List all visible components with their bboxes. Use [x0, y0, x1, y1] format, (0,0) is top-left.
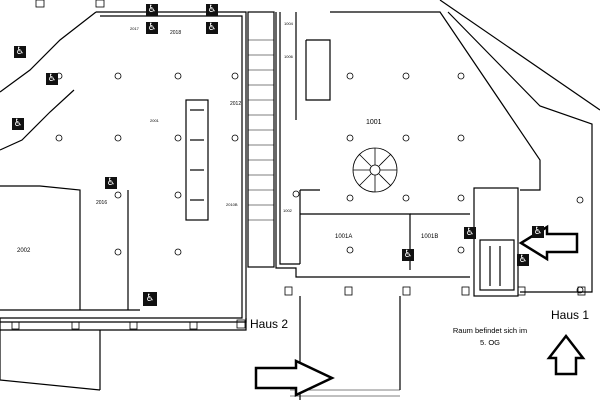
room-2001-label: 2001: [150, 118, 159, 123]
arrow-up-icon: [546, 333, 586, 376]
spiral-staircase-icon: [352, 147, 398, 193]
floor-note-line2: 5. OG: [479, 338, 500, 347]
corridor-stairs: [248, 39, 274, 221]
room-2002-label: 2002: [17, 248, 31, 254]
room-1001b-label: 1001B: [421, 234, 439, 240]
columns: [55, 72, 584, 294]
room-2018-label: 2018: [170, 30, 182, 36]
wheelchair-icon: [146, 4, 158, 16]
wheelchair-icon: [146, 22, 158, 34]
room-2010b-label: 2010B: [226, 202, 238, 207]
arrow-left-icon: [518, 224, 579, 262]
wheelchair-icon: [464, 227, 476, 239]
wheelchair-icon: [206, 22, 218, 34]
wheelchair-icon: [46, 73, 58, 85]
room-1006-label: 1006: [284, 54, 293, 59]
room-1004-label: 1004: [284, 21, 293, 26]
room-2017-label: 2017: [130, 26, 139, 31]
floor-note-line1: Raum befindet sich im: [452, 326, 528, 335]
wheelchair-icon: [532, 226, 544, 238]
room-1001a-label: 1001A: [335, 234, 353, 240]
wheelchair-icon: [517, 254, 529, 266]
arrow-right-icon: [254, 359, 335, 397]
haus-1-label: Haus 1: [551, 308, 590, 322]
room-1002-label: 1002: [283, 208, 292, 213]
wall-markers: [11, 0, 586, 330]
wheelchair-icon: [143, 292, 157, 306]
wheelchair-icon: [14, 46, 26, 58]
floor-note: Raum befindet sich im 5. OG: [438, 325, 542, 349]
wheelchair-icon: [206, 4, 218, 16]
wheelchair-icon: [12, 118, 24, 130]
room-1001-label: 1001: [366, 119, 382, 126]
room-2012-label: 2012: [230, 101, 242, 107]
wheelchair-icon: [402, 249, 414, 261]
room-2016-label: 2016: [96, 200, 108, 206]
haus-2-label: Haus 2: [250, 317, 289, 331]
wheelchair-icon: [105, 177, 117, 189]
